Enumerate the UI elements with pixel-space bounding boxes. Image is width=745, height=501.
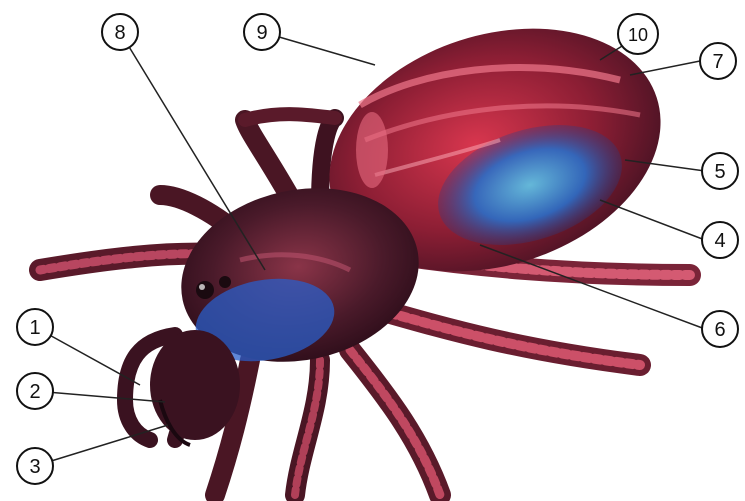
svg-text:7: 7 (712, 51, 723, 73)
svg-text:8: 8 (114, 22, 125, 44)
eye (196, 281, 214, 299)
svg-text:4: 4 (714, 230, 725, 252)
svg-text:1: 1 (29, 317, 40, 339)
svg-text:9: 9 (256, 22, 267, 44)
callout-8: 8 (102, 14, 138, 50)
callout-7: 7 (700, 43, 736, 79)
callout-5: 5 (702, 153, 738, 189)
callout-10: 10 (618, 14, 658, 54)
callout-3: 3 (17, 448, 53, 484)
svg-text:6: 6 (714, 319, 725, 341)
callout-9: 9 (244, 14, 280, 50)
svg-text:5: 5 (714, 161, 725, 183)
svg-text:3: 3 (29, 456, 40, 478)
callout-2: 2 (17, 373, 53, 409)
callout-4: 4 (702, 222, 738, 258)
eye (219, 276, 231, 288)
chelicerae (150, 330, 240, 440)
svg-text:2: 2 (29, 381, 40, 403)
callout-1: 1 (17, 309, 53, 345)
svg-text:10: 10 (628, 25, 648, 45)
callout-6: 6 (702, 311, 738, 347)
